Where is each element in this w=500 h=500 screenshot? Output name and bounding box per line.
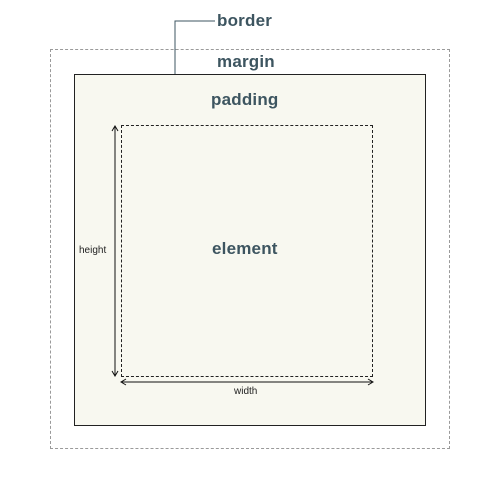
height-label: height [79, 245, 107, 256]
border-label: border [217, 11, 273, 30]
border-box [74, 74, 426, 426]
width-label: width [234, 386, 258, 397]
margin-label: margin [217, 52, 275, 71]
margin-outline [50, 49, 450, 449]
element-content-box [121, 125, 373, 377]
padding-label: padding [211, 90, 279, 109]
element-label: element [212, 239, 278, 258]
